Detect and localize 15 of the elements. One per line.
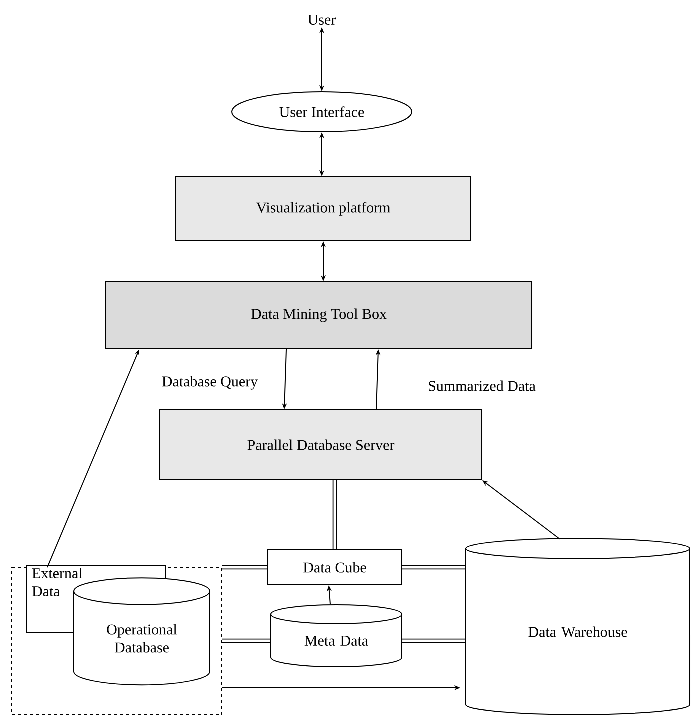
process-box: Visualization platform [176,176,472,242]
data-box: Data Cube [268,550,402,586]
edge-label: Summarized Data [427,380,537,392]
connector-line [332,480,338,550]
edge-label: Database Query [160,375,260,391]
connector-line [402,638,466,644]
connector-line [222,565,268,570]
database-cylinder: Meta Data [270,604,402,668]
process-box: Parallel Database Server [160,410,482,480]
connector-line [222,638,270,644]
connector-line [402,565,466,570]
user-label: User [308,15,336,25]
warehouse-cylinder: Data Warehouse [466,538,690,716]
process-box: Data Mining Tool Box [106,282,532,350]
database-cylinder: Operational Database [74,578,210,686]
